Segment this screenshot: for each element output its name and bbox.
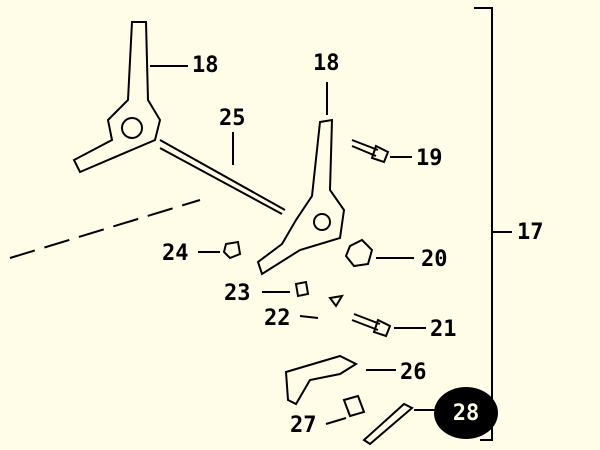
bolt-19 xyxy=(351,139,390,164)
part-label-22: 22 xyxy=(264,306,291,331)
part-label-26: 26 xyxy=(400,360,427,385)
bolt-21 xyxy=(351,313,392,338)
cover-27 xyxy=(342,394,366,418)
part-label-28-callout: 28 xyxy=(434,387,498,439)
hinge-right xyxy=(256,118,346,276)
part-label-19: 19 xyxy=(416,146,443,171)
clip-23 xyxy=(294,280,310,298)
pin-22 xyxy=(328,294,344,308)
knob-20 xyxy=(344,238,374,268)
part-label-24: 24 xyxy=(162,241,189,266)
part-label-27: 27 xyxy=(290,413,317,438)
part-label-17: 17 xyxy=(517,220,544,245)
part-label-21: 21 xyxy=(430,317,457,342)
leader-22 xyxy=(299,315,319,319)
nut-24 xyxy=(222,240,242,260)
part-label-25: 25 xyxy=(219,106,246,131)
leader-27 xyxy=(325,417,347,425)
assembly-bracket xyxy=(474,7,493,441)
part-label-18-right: 18 xyxy=(313,51,340,76)
part-label-23: 23 xyxy=(224,281,251,306)
part-label-18-left: 18 xyxy=(192,53,219,78)
rod-28 xyxy=(362,402,414,446)
lever-26 xyxy=(284,354,359,406)
part-label-20: 20 xyxy=(421,247,448,272)
dashed-line xyxy=(9,199,201,259)
hinge-left xyxy=(72,21,286,215)
